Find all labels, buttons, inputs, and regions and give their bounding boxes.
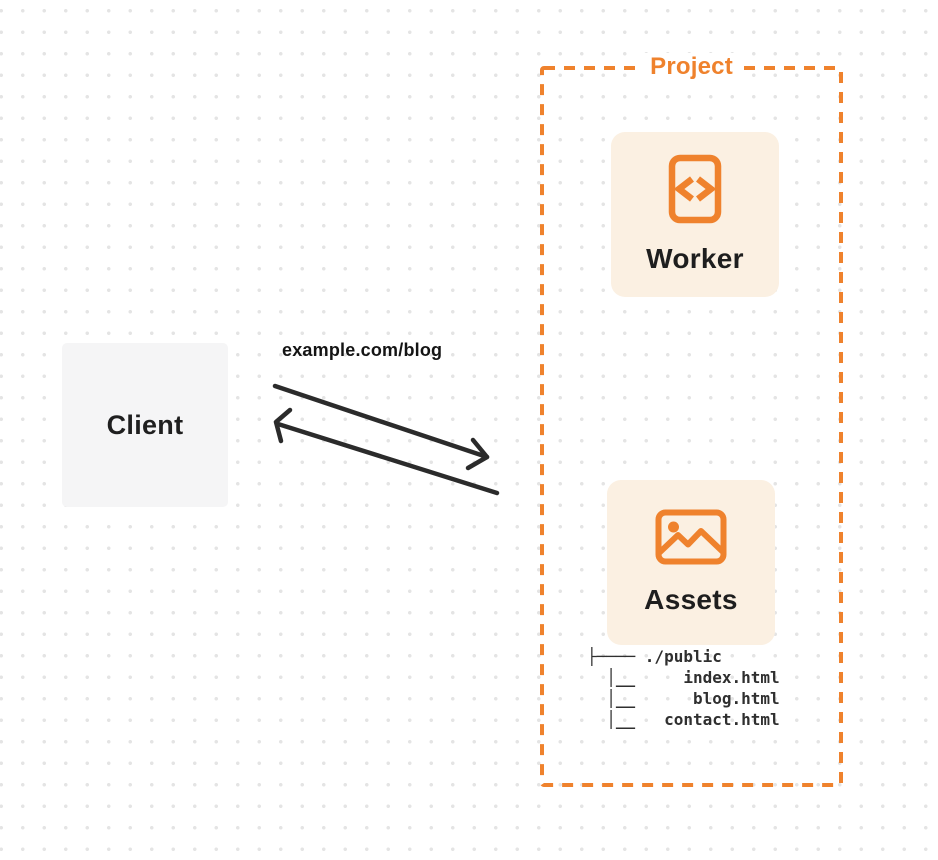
response-arrowhead-icon (273, 407, 293, 444)
assets-card: Assets (607, 480, 775, 645)
project-container: Project Worker Assets ├──── ./public │__… (540, 53, 843, 787)
worker-card: Worker (611, 132, 779, 297)
request-response-arrows (272, 383, 500, 496)
assets-label: Assets (644, 584, 738, 615)
request-arrow-line (272, 383, 490, 460)
image-icon (655, 509, 727, 565)
file-tree: ├──── ./public │__ index.html │__ blog.h… (587, 647, 780, 729)
worker-label: Worker (646, 243, 744, 274)
code-file-icon (668, 154, 722, 224)
client-label: Client (106, 409, 184, 440)
request-url-label: example.com/blog (282, 340, 443, 360)
client-box: Client (62, 343, 228, 507)
request-arrowhead-icon (465, 437, 490, 471)
response-arrow-line (275, 421, 500, 496)
project-title: Project (643, 53, 740, 81)
